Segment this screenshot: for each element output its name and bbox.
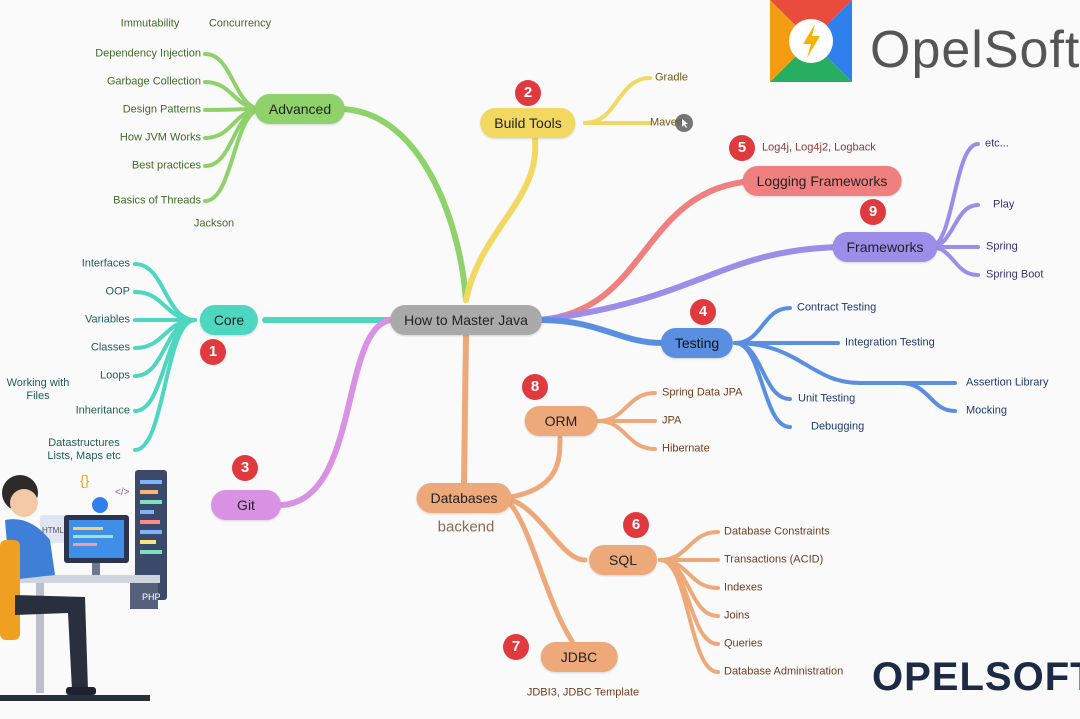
logging-frameworks-node: Logging Frameworks — [742, 166, 902, 196]
testing-item-assertion-library: Assertion Library — [966, 376, 1049, 389]
advanced-node: Advanced — [254, 94, 346, 124]
link-build — [463, 137, 539, 303]
advanced-item-dependency-injection: Dependency Injection — [95, 47, 201, 60]
developer-illustration-icon: {} </> HTML PHP — [0, 470, 167, 701]
core-item-datastructures: Datastructures Lists, Maps etc — [47, 437, 121, 462]
core-item-working-with-files: Working with Files — [6, 377, 70, 402]
link-frameworks — [537, 244, 843, 323]
sql-badge: 6 — [623, 512, 649, 538]
jdbc-badge: 7 — [503, 634, 529, 660]
fan-testing-0 — [733, 306, 792, 345]
sql-item-joins: Joins — [724, 609, 750, 622]
link-logging — [537, 178, 755, 323]
link-orm — [502, 435, 563, 501]
sql-item-constraints: Database Constraints — [724, 525, 830, 538]
build-tools-item-gradle: Gradle — [655, 71, 689, 84]
core-node: Core — [199, 305, 259, 335]
opelsoft-logo-icon — [770, 0, 852, 82]
fan-orm-2 — [596, 419, 657, 451]
sql-item-indexes: Indexes — [724, 581, 763, 594]
link-advanced — [337, 106, 469, 303]
advanced-item-garbage-collection: Garbage Collection — [106, 75, 201, 88]
logging-badge: 5 — [729, 135, 755, 161]
sql-item-transactions: Transactions (ACID) — [724, 553, 824, 566]
fan-sql-5 — [658, 558, 720, 674]
testing-item-contract: Contract Testing — [797, 301, 877, 314]
testing-item-debugging: Debugging — [811, 420, 865, 433]
frameworks-item-etc: etc... — [985, 137, 1009, 150]
core-item-loops: Loops — [100, 369, 130, 382]
link-jdbc — [502, 495, 575, 644]
orm-badge: 8 — [522, 374, 548, 400]
fan-testing-assert — [733, 341, 957, 385]
build-tools-item-maven: Maven — [650, 116, 684, 129]
core-item-inheritance: Inheritance — [75, 404, 130, 417]
svg-text:PHP: PHP — [142, 592, 161, 602]
sql-item-administration: Database Administration — [724, 665, 844, 678]
testing-item-unit: Unit Testing — [798, 392, 856, 405]
git-badge: 3 — [232, 455, 258, 481]
link-sql — [502, 495, 588, 563]
core-item-variables: Variables — [84, 313, 130, 326]
fan-testing-mock — [898, 381, 957, 413]
center-node: How to Master Java — [390, 305, 542, 335]
advanced-item-immutability: Immutability — [120, 17, 180, 30]
fan-core-6 — [133, 318, 197, 452]
advanced-item-best-practices: Best practices — [131, 159, 201, 172]
logging-item-log4j: Log4j, Log4j2, Logback — [762, 141, 876, 154]
jdbc-node: JDBC — [540, 642, 618, 672]
brand-bottom-text: OPELSOFT — [872, 655, 1080, 699]
testing-item-mocking: Mocking — [966, 404, 1007, 417]
cursor-icon — [675, 114, 693, 132]
link-databases — [461, 332, 469, 485]
advanced-item-design-patterns: Design Patterns — [122, 103, 201, 116]
fan-frameworks-3 — [928, 245, 980, 277]
orm-item-spring-data-jpa: Spring Data JPA — [662, 386, 743, 399]
frameworks-item-spring: Spring — [986, 240, 1018, 253]
brand-name: OpelSoft — [870, 21, 1080, 79]
fan-orm-0 — [596, 391, 657, 423]
testing-badge: 4 — [690, 299, 716, 325]
fan-sql-0 — [658, 530, 720, 562]
databases-node: Databases — [416, 483, 512, 513]
advanced-item-concurrency: Concurrency — [208, 17, 272, 30]
frameworks-item-play: Play — [993, 198, 1015, 211]
jdbc-item-templates: JDBI3, JDBC Template — [526, 686, 640, 699]
build-tools-node: Build Tools — [480, 108, 576, 138]
advanced-item-how-jvm-works: How JVM Works — [119, 131, 201, 144]
testing-item-integration: Integration Testing — [845, 336, 935, 349]
frameworks-badge: 9 — [860, 199, 886, 225]
svg-text:{}: {} — [80, 472, 90, 488]
sql-node: SQL — [588, 545, 658, 575]
link-testing — [537, 317, 665, 346]
build-tools-badge: 2 — [515, 80, 541, 106]
link-git — [279, 317, 393, 508]
core-badge: 1 — [200, 339, 226, 365]
git-node: Git — [211, 490, 281, 520]
svg-text:</>: </> — [115, 487, 130, 498]
fan-advanced-5 — [203, 107, 264, 203]
svg-text:HTML: HTML — [42, 526, 64, 535]
core-item-oop: OOP — [105, 285, 130, 298]
frameworks-node: Frameworks — [832, 232, 938, 262]
frameworks-item-spring-boot: Spring Boot — [986, 268, 1044, 281]
core-item-classes: Classes — [90, 341, 130, 354]
fan-frameworks-0 — [928, 142, 980, 249]
advanced-item-jackson: Jackson — [193, 217, 235, 230]
fan-testing-3 — [733, 341, 792, 429]
orm-node: ORM — [524, 406, 598, 436]
sql-item-queries: Queries — [724, 637, 763, 650]
fan-build-0 — [583, 76, 652, 125]
orm-item-hibernate: Hibernate — [662, 442, 710, 455]
testing-node: Testing — [660, 328, 734, 358]
databases-sublabel: backend — [437, 518, 495, 536]
orm-item-jpa: JPA — [662, 414, 682, 427]
advanced-item-basics-of-threads: Basics of Threads — [113, 194, 201, 207]
core-item-interfaces: Interfaces — [81, 257, 130, 270]
